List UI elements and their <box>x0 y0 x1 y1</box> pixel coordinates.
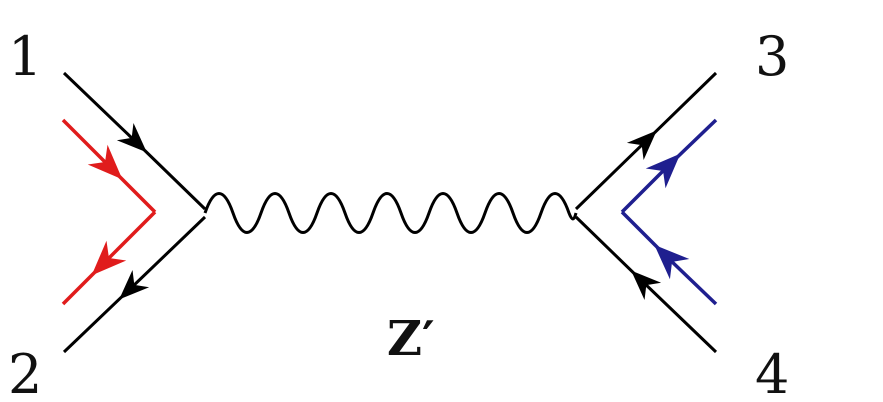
red-flow-in-a <box>61 118 123 180</box>
blue-flow-up-a <box>620 153 681 214</box>
leg2-line-b <box>62 285 134 354</box>
leg4-line-a <box>631 270 718 354</box>
leg1-line-b <box>132 138 207 211</box>
left-color-flow <box>61 118 157 306</box>
right-color-flow <box>620 118 718 306</box>
leg1-label: 1 <box>8 25 42 88</box>
leg3-line-b <box>642 71 718 145</box>
left-vertex-lines <box>62 71 207 354</box>
leg1-line-a <box>62 71 147 153</box>
red-flow-out-b <box>61 259 108 306</box>
red-flow-in-b <box>106 163 157 214</box>
z-prime-propagator <box>203 192 578 234</box>
leg4-label: 4 <box>755 343 789 402</box>
blue-flow-up-b <box>664 118 718 170</box>
leg3-label: 3 <box>755 25 789 88</box>
mediator-label: Z′ <box>387 311 435 367</box>
red-flow-out-a <box>91 210 157 276</box>
leg4-line-b <box>574 215 646 285</box>
blue-flow-in-b <box>620 210 671 261</box>
right-vertex-lines <box>574 71 718 354</box>
leg2-line-a <box>119 215 207 300</box>
leg3-line-a <box>574 130 657 211</box>
leg2-label: 2 <box>8 343 42 402</box>
blue-flow-in-a <box>654 244 718 306</box>
